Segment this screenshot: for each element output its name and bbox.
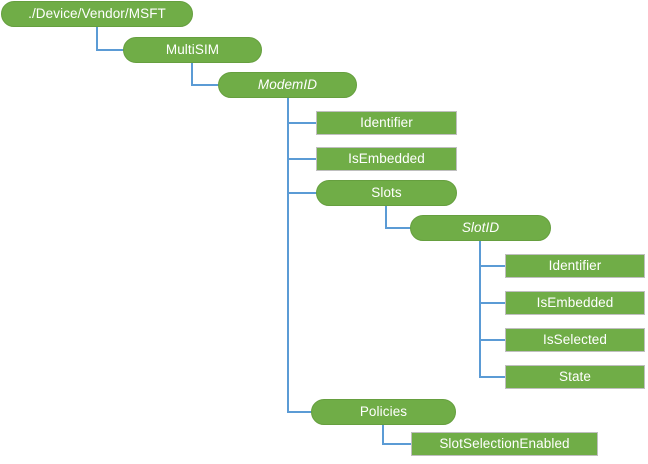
node-slot-state[interactable]: State: [505, 365, 645, 389]
node-slot-isselected[interactable]: IsSelected: [505, 328, 645, 352]
node-label-root: ./Device/Vendor/MSFT: [28, 6, 166, 22]
connector-root-to-multisim: [96, 26, 124, 51]
node-label-modem-isembedded: IsEmbedded: [348, 151, 425, 167]
node-slotselectionenabled[interactable]: SlotSelectionEnabled: [411, 432, 598, 456]
node-slot-isembedded[interactable]: IsEmbedded: [505, 291, 645, 315]
node-label-slot-identifier: Identifier: [548, 258, 602, 274]
node-modemid[interactable]: ModemID: [218, 72, 357, 98]
node-slotid[interactable]: SlotID: [410, 215, 551, 241]
node-root[interactable]: ./Device/Vendor/MSFT: [1, 1, 193, 27]
node-label-slot-state: State: [558, 369, 592, 385]
node-slots[interactable]: Slots: [316, 180, 457, 206]
node-label-modem-identifier: Identifier: [360, 115, 413, 131]
node-label-slotid: SlotID: [461, 220, 500, 236]
node-slot-identifier[interactable]: Identifier: [505, 254, 645, 278]
node-label-modemid: ModemID: [257, 77, 318, 93]
node-modem-isembedded[interactable]: IsEmbedded: [316, 147, 457, 171]
connector-policies-to-slotselectionenabled: [382, 424, 412, 445]
connector-multisim-to-modemid: [191, 62, 219, 86]
node-label-slotselectionenabled: SlotSelectionEnabled: [439, 436, 570, 452]
node-label-slots: Slots: [371, 185, 402, 201]
node-multisim[interactable]: MultiSIM: [123, 37, 262, 63]
node-label-policies: Policies: [359, 404, 408, 420]
node-policies[interactable]: Policies: [311, 399, 456, 425]
node-label-slot-isembedded: IsEmbedded: [536, 295, 614, 311]
connector-slots-to-slotid: [385, 205, 411, 229]
node-label-slot-isselected: IsSelected: [542, 332, 608, 348]
node-label-multisim: MultiSIM: [165, 42, 220, 58]
node-modem-identifier[interactable]: Identifier: [316, 111, 457, 135]
